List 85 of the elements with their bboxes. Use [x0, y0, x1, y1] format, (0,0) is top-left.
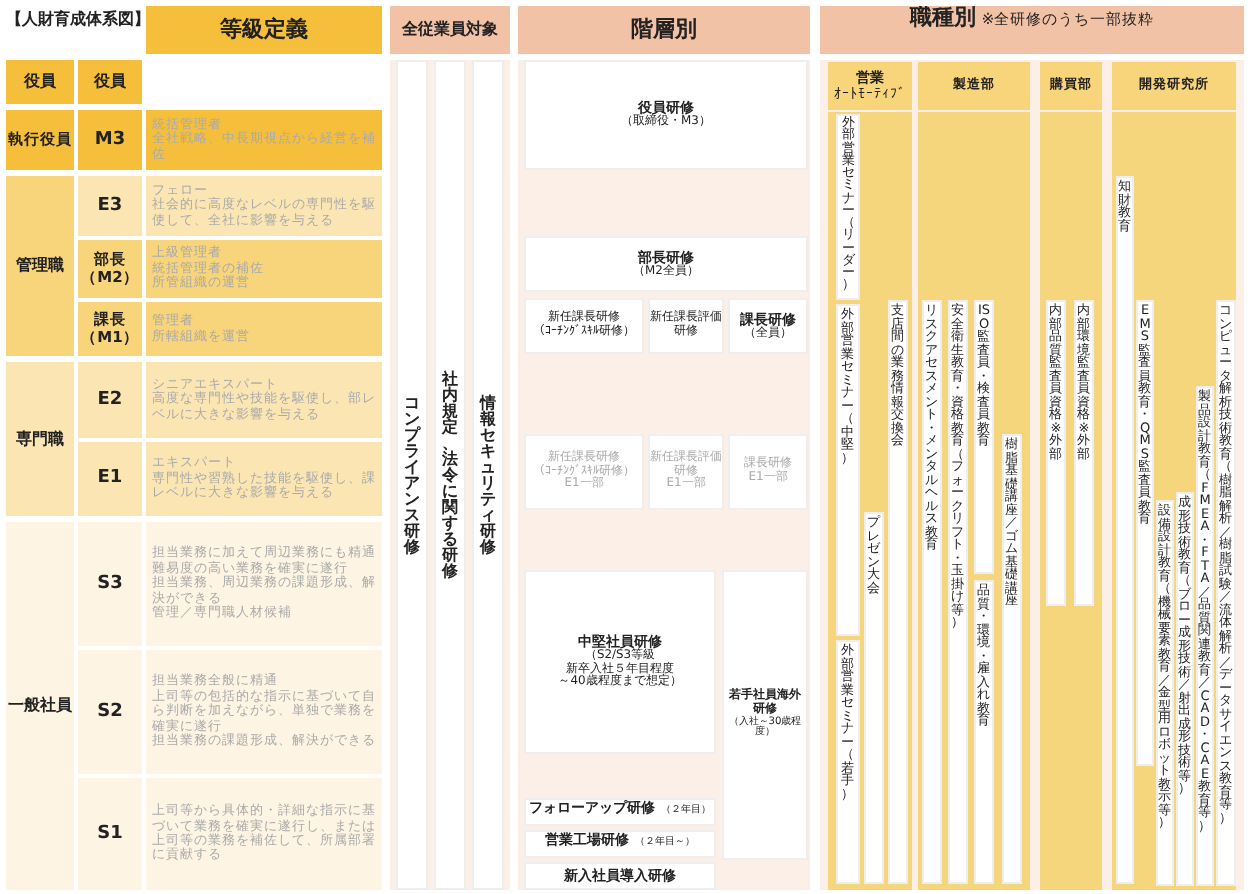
definition-cell	[146, 110, 382, 170]
training-box	[524, 60, 808, 170]
training-column	[974, 300, 994, 574]
grade-cell	[78, 442, 142, 516]
training-column	[1002, 434, 1022, 884]
category-cell	[6, 110, 74, 170]
node-label: 階層別	[631, 17, 697, 43]
definition-cell	[146, 522, 382, 646]
node-label: 情報セキュリティ研修	[479, 395, 497, 555]
training-column	[1116, 176, 1134, 884]
training-box	[524, 236, 808, 292]
column-header	[6, 60, 74, 104]
training-column	[1074, 300, 1094, 606]
definition-cell	[146, 778, 382, 890]
training-column	[836, 304, 860, 636]
training-column	[948, 300, 968, 884]
training-column	[1176, 492, 1194, 886]
grade-cell	[78, 522, 142, 646]
section-header	[390, 6, 510, 54]
training-column	[472, 60, 504, 890]
training-column	[922, 300, 942, 884]
category-cell	[6, 522, 74, 890]
section-header	[518, 6, 810, 54]
node-label: 役員	[24, 72, 56, 92]
section-header	[820, 6, 1244, 54]
node-label: 全従業員対象	[402, 20, 498, 40]
definition-cell	[146, 240, 382, 298]
training-column	[1136, 300, 1154, 766]
training-box	[722, 570, 808, 860]
node-label: E2	[97, 389, 123, 411]
definition-cell	[146, 442, 382, 516]
node-label: 専門職	[16, 429, 64, 449]
training-box	[648, 298, 724, 354]
training-box	[524, 830, 716, 858]
training-column	[434, 60, 466, 890]
category-cell	[6, 176, 74, 356]
node-label: 管理職	[16, 256, 64, 276]
training-box	[524, 862, 716, 890]
training-box	[524, 798, 716, 826]
node-label: 等級定義	[220, 17, 308, 43]
node-label: M3	[94, 129, 126, 151]
training-column	[1196, 386, 1214, 886]
node-label: E3	[97, 195, 123, 217]
training-column	[1216, 300, 1236, 886]
faded-training-box	[524, 434, 644, 510]
node-label: E1	[97, 468, 123, 490]
grade-cell	[78, 778, 142, 890]
node-label: コンプライアンス研修	[403, 395, 421, 555]
node-label: S1	[97, 823, 123, 845]
training-column	[1156, 500, 1174, 886]
training-column	[888, 300, 908, 884]
training-column	[396, 60, 428, 890]
training-column	[864, 512, 884, 884]
definition-cell	[146, 362, 382, 438]
definition-cell	[146, 176, 382, 236]
department-header	[828, 62, 912, 110]
category-cell	[6, 362, 74, 516]
training-box	[728, 298, 808, 354]
grade-cell	[78, 240, 142, 298]
training-column	[836, 114, 860, 300]
grade-cell	[78, 650, 142, 774]
department-header	[918, 62, 1030, 110]
grade-cell	[78, 302, 142, 356]
column-header	[78, 60, 142, 104]
section-header	[146, 6, 382, 54]
department-header	[1112, 62, 1236, 110]
definition-cell	[146, 302, 382, 356]
training-column	[1046, 300, 1066, 606]
training-box	[524, 298, 644, 354]
node-label: S3	[97, 573, 123, 595]
grade-cell	[78, 110, 142, 170]
training-column	[836, 640, 860, 884]
node-label: S2	[97, 701, 123, 723]
node-label: 一般社員	[8, 696, 72, 716]
grade-cell	[78, 176, 142, 236]
training-box	[524, 570, 716, 754]
department-header	[1040, 62, 1102, 110]
faded-training-box	[648, 434, 724, 510]
training-column	[974, 580, 994, 884]
node-label: 役員	[94, 72, 126, 92]
faded-training-box	[728, 434, 808, 510]
title: 【人財育成体系図】	[6, 8, 150, 30]
definition-cell	[146, 650, 382, 774]
node-label: 社内規定、法令に関する研修	[441, 371, 459, 579]
grade-cell	[78, 362, 142, 438]
